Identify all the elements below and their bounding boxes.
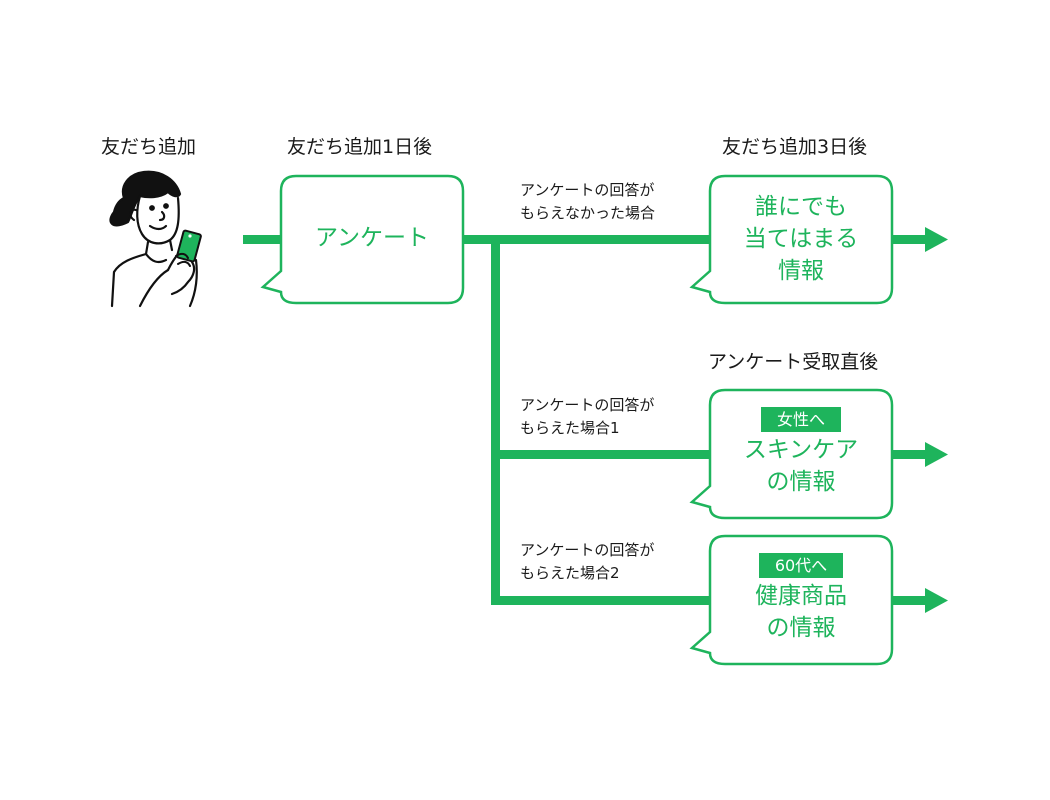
arrow-icon: [890, 442, 948, 467]
message-line: の情報: [766, 469, 836, 495]
condition-line: もらえなかった場合: [520, 204, 656, 222]
condition-line: もらえた場合1: [520, 419, 620, 437]
stage-label-after-survey: アンケート受取直後: [708, 351, 879, 373]
condition-answer-1: アンケートの回答が もらえた場合1: [520, 394, 654, 440]
survey-bubble-label: アンケート: [281, 222, 463, 254]
connector-line-branch-1: [491, 450, 710, 459]
condition-line: もらえた場合2: [520, 564, 620, 582]
condition-answer-2: アンケートの回答が もらえた場合2: [520, 539, 654, 585]
condition-line: アンケートの回答が: [520, 181, 655, 199]
message-line: スキンケア: [743, 437, 859, 463]
stage-label-day3: 友だち追加3日後: [722, 136, 868, 158]
condition-line: アンケートの回答が: [520, 396, 655, 414]
condition-line: アンケートの回答が: [520, 541, 655, 559]
message-general: 誰にでも 当てはまる 情報: [710, 191, 892, 287]
connector-line-vertical: [491, 235, 500, 605]
speech-bubble-women: [689, 388, 894, 520]
message-line: の情報: [766, 615, 836, 641]
message-line: 健康商品: [755, 583, 847, 609]
smartphone-icon: [175, 229, 202, 267]
target-badge: 女性へ: [760, 407, 841, 432]
target-badge: 60代へ: [758, 553, 844, 578]
stage-label-day1: 友だち追加1日後: [287, 136, 433, 158]
connector-line-branch-2: [491, 596, 710, 605]
arrow-icon: [890, 227, 948, 252]
message-line: 当てはまる: [743, 226, 859, 252]
arrow-icon: [890, 588, 948, 613]
message-women: 女性へ スキンケア の情報: [710, 402, 892, 498]
survey-label: アンケート: [314, 225, 430, 251]
speech-bubble-survey: [260, 174, 465, 305]
speech-bubble-general: [689, 174, 894, 305]
connector-line-trunk: [462, 235, 710, 244]
message-sixties: 60代へ 健康商品 の情報: [710, 548, 892, 644]
connector-line-start: [243, 235, 281, 244]
message-line: 情報: [778, 258, 824, 284]
stage-label-add-friend: 友だち追加: [101, 136, 197, 158]
condition-no-answer: アンケートの回答が もらえなかった場合: [520, 179, 655, 225]
message-line: 誰にでも: [755, 194, 847, 220]
